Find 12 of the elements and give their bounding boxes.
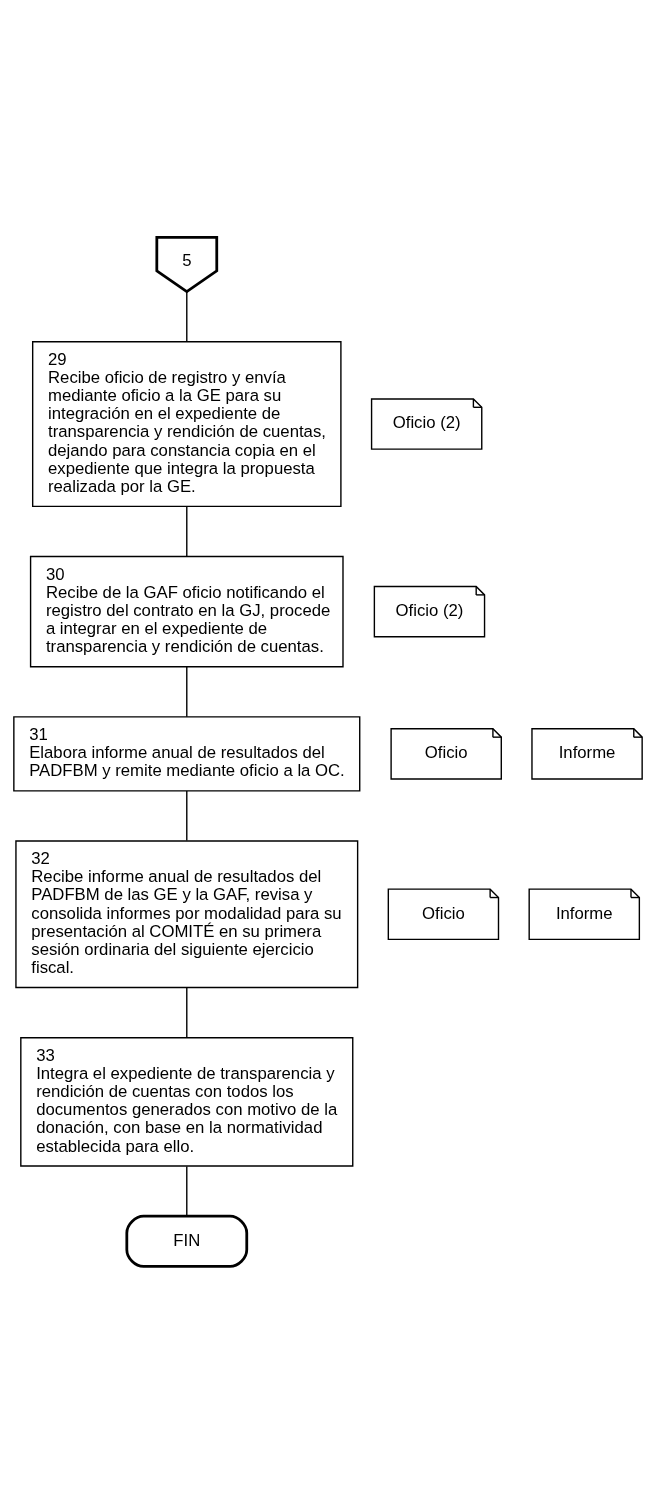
node-box: 33 Integra el expediente de transparencia y rendición de cuentas con todos los documentos generados con motivo de la donación, con base en la normatividad establecida para ello. xyxy=(20,1036,354,1167)
node-box: FIN xyxy=(125,1214,249,1268)
connector xyxy=(186,986,188,1038)
connector xyxy=(186,665,188,717)
connector xyxy=(186,505,188,557)
node-box: 29 Recibe oficio de registro y envía mediante oficio a la GE para su integración en el expediente de transparencia y rendición de cuentas, dejando para constancia copia en el expediente que integra la propuesta realizada por la GE. xyxy=(32,340,342,507)
connector xyxy=(186,290,188,342)
connector xyxy=(186,1165,188,1217)
node-box: 30 Recibe de la GAF oficio notificando el registro del contrato en la GJ, procede a integrar en el expediente de transparencia y rendición de cuentas. xyxy=(29,555,344,667)
node-box: 32 Recibe informe anual de resultados del PADFBM de las GE y la GAF, revisa y consolida informes por modalidad para su presentación al COMITÉ en su primera sesión ordinaria del siguiente ejercicio fiscal. xyxy=(15,839,359,988)
connector xyxy=(186,789,188,841)
node-box: 31 Elabora informe anual de resultados del PADFBM y remite mediante oficio a la OC. xyxy=(13,715,361,792)
